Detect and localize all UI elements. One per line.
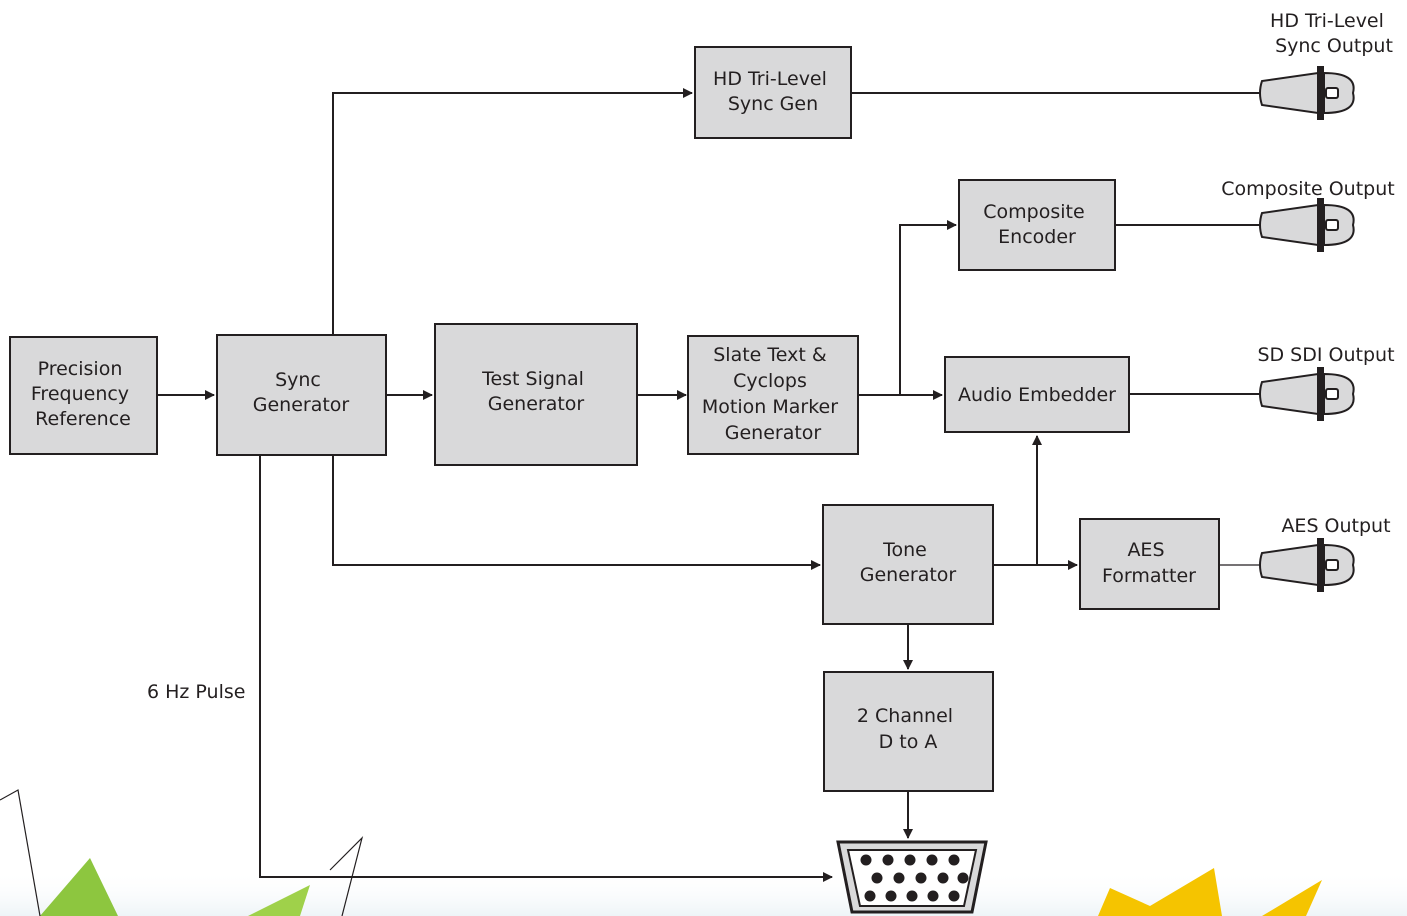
block-label: AES (1127, 539, 1164, 561)
leaf-shape (248, 885, 310, 916)
svg-text:Tone Generator: Tone Generator (860, 539, 957, 586)
db15-connector-icon (836, 840, 988, 914)
block-precision-reference: Precision Frequency Reference (9, 336, 158, 455)
leaf-shape (40, 858, 118, 916)
svg-text:2 Channel D to A: 2 Channel D to A (857, 705, 959, 753)
output-label-hd-trilevel: HD Tri-Level Sync Output (1270, 10, 1393, 57)
block-label: Motion Marker (702, 396, 838, 418)
block-label: Encoder (998, 226, 1076, 248)
bnc-connector-icon (1259, 367, 1355, 421)
svg-text:Slate Text & Cyclops: Slate Text & Cyclops Motion Marker Gener… (702, 344, 844, 444)
block-label: Precision (38, 358, 123, 380)
block-tone-generator: Tone Generator (822, 504, 994, 625)
block-label: Generator (253, 394, 350, 416)
block-audio-embedder: Audio Embedder (944, 356, 1130, 433)
pulse-label: 6 Hz Pulse (147, 681, 245, 703)
bnc-connector-icon (1259, 198, 1355, 252)
svg-text:Precision Frequency: Precision Frequency Reference (31, 358, 135, 430)
svg-text:Sync Generator: Sync Generator (253, 369, 350, 416)
bnc-connector-icon (1259, 66, 1355, 120)
block-label: Slate Text & (713, 344, 827, 366)
block-label: Generator (488, 393, 585, 415)
svg-text:AES Formatter: AES Formatter (1102, 539, 1196, 587)
block-label: Sync Gen (728, 93, 818, 115)
sun-ray-shape (1262, 880, 1322, 916)
block-test-signal-generator: Test Signal Generator (434, 323, 638, 466)
block-label: Tone (882, 539, 927, 561)
block-dac: 2 Channel D to A (823, 671, 994, 792)
background-decoration (0, 789, 1407, 916)
block-label: D to A (879, 731, 938, 753)
block-label: Formatter (1102, 565, 1196, 587)
block-label: Cyclops (733, 370, 807, 392)
block-sync-generator: Sync Generator (216, 334, 387, 456)
output-label-aes: AES Output (1281, 515, 1390, 537)
block-slate-text-generator: Slate Text & Cyclops Motion Marker Gener… (687, 335, 859, 455)
block-aes-formatter: AES Formatter (1079, 518, 1220, 610)
block-label: Reference (35, 408, 131, 430)
sun-ray-shape (1098, 868, 1222, 916)
block-label: 2 Channel (857, 705, 953, 727)
block-label: Generator (860, 564, 957, 586)
output-label-sd-sdi: SD SDI Output (1257, 344, 1394, 366)
bnc-connector-icon (1259, 538, 1355, 592)
block-label: Frequency (31, 383, 129, 405)
svg-text:Audio Embedder: Audio Embedder (958, 384, 1116, 406)
block-composite-encoder: Composite Encoder (958, 179, 1116, 271)
svg-text:Composite Encoder: Composite Encoder (983, 201, 1090, 248)
block-hd-trilevel-sync-gen: HD Tri-Level Sync Gen (694, 46, 852, 139)
block-label: Generator (725, 422, 822, 444)
svg-text:Test Signal Generator: Test Signal Generator (481, 368, 590, 415)
block-label: Composite (983, 201, 1084, 223)
block-label: Sync (275, 369, 321, 391)
block-label: Audio Embedder (958, 384, 1116, 406)
block-label: Test Signal (481, 368, 584, 390)
svg-text:HD Tri-Level Sync Gen: HD Tri-Level Sync Gen (713, 68, 833, 115)
signal-wires (158, 88, 1262, 882)
block-label: HD Tri-Level (713, 68, 827, 90)
output-label-composite: Composite Output (1221, 178, 1394, 200)
